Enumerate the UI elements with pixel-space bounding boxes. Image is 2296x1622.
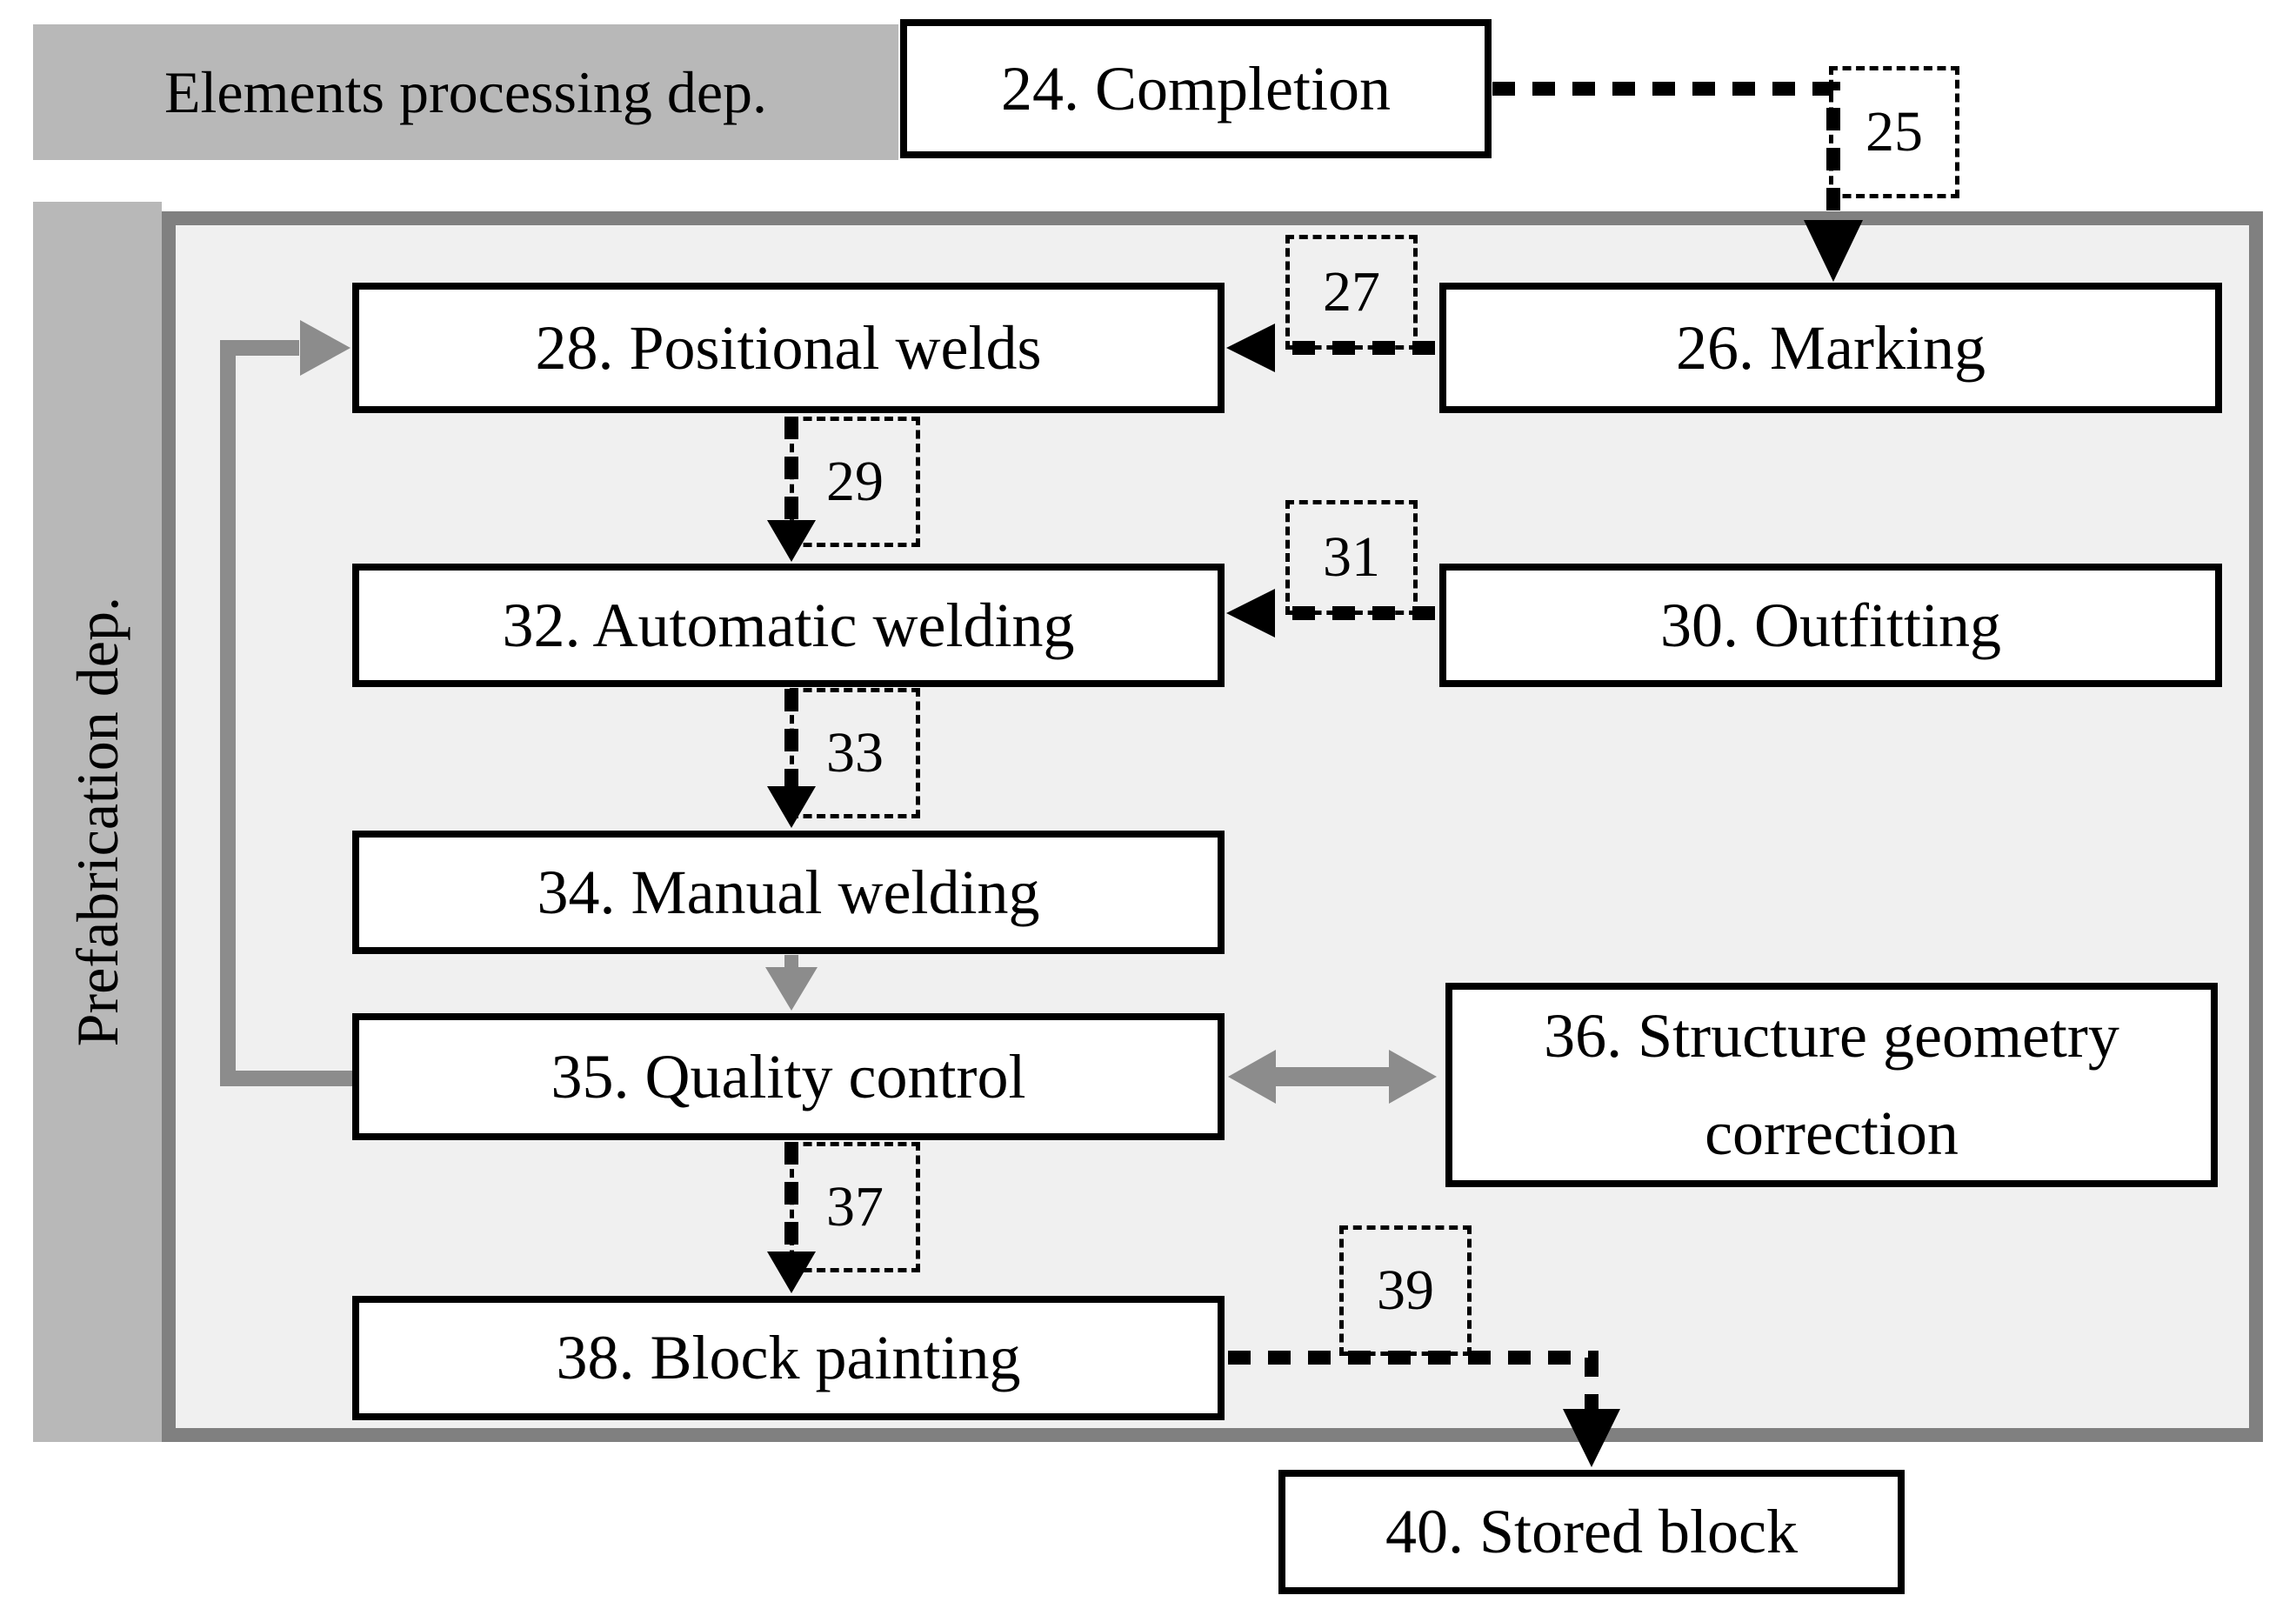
- prefabrication-dept-container: [162, 211, 2263, 1442]
- edge-24-to-26: [1492, 82, 1840, 220]
- flow-label-27: 27: [1285, 235, 1418, 350]
- process-box-36-structure-geometry-correction: 36. Structure geometry correction: [1445, 983, 2218, 1187]
- flow-label-37: 37: [790, 1142, 920, 1272]
- process-box-38-block-painting: 38. Block painting: [352, 1296, 1225, 1420]
- process-box-30-outfitting: 30. Outfitting: [1439, 564, 2222, 687]
- flow-label-31: 31: [1285, 500, 1418, 615]
- process-box-34-manual-welding: 34. Manual welding: [352, 831, 1225, 954]
- process-box-35-quality-control: 35. Quality control: [352, 1013, 1225, 1140]
- flow-label-29: 29: [790, 417, 920, 547]
- elements-processing-dept-bar: Elements processing dep.: [33, 24, 898, 160]
- prefabrication-dept-label: Prefabrication dep.: [63, 597, 130, 1047]
- process-box-40-stored-block: 40. Stored block: [1278, 1470, 1905, 1594]
- process-box-28-positional-welds: 28. Positional welds: [352, 283, 1225, 413]
- flow-label-25: 25: [1829, 66, 1959, 198]
- process-box-26-marking: 26. Marking: [1439, 283, 2222, 413]
- process-box-24-completion: 24. Completion: [900, 19, 1492, 158]
- flow-label-39: 39: [1339, 1225, 1472, 1356]
- elements-processing-dept-label: Elements processing dep.: [164, 58, 768, 125]
- process-box-32-automatic-welding: 32. Automatic welding: [352, 564, 1225, 687]
- flow-label-33: 33: [790, 688, 920, 818]
- prefabrication-dept-bar: Prefabrication dep.: [33, 202, 162, 1442]
